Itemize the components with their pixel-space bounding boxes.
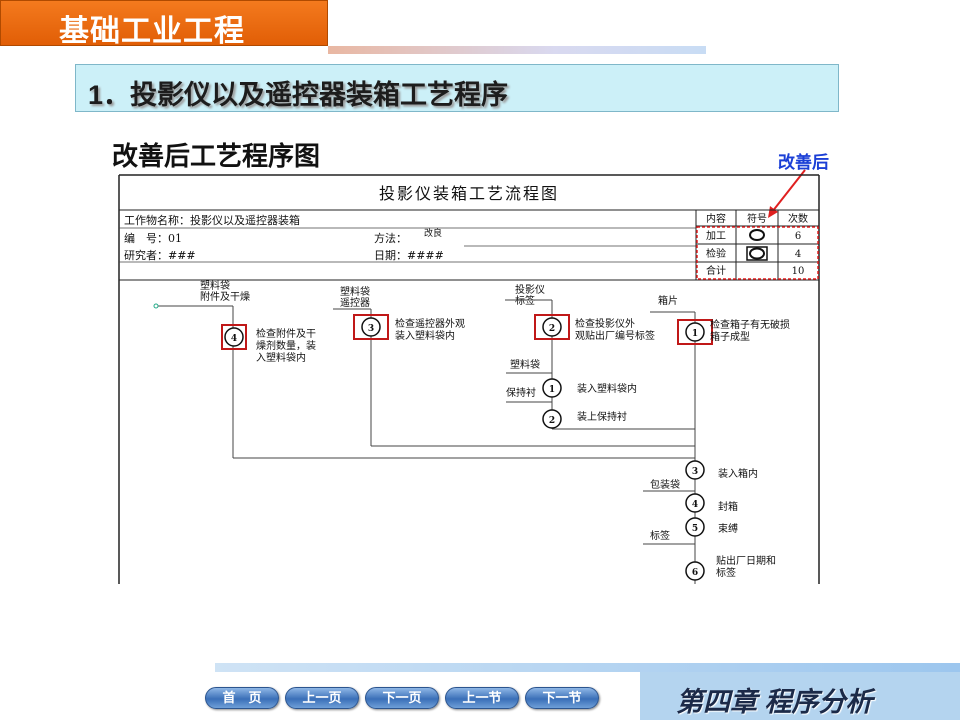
step-text: 检查投影仪外观贴出厂编号标签 <box>575 317 655 342</box>
sheet-title: 投影仪装箱工艺流程图 <box>379 184 559 203</box>
decorative-strip <box>328 46 706 54</box>
next-section-button[interactable]: 下一节 <box>525 687 599 709</box>
inspection-step: 3 <box>353 314 389 340</box>
step-text: 检查附件及干燥剂数量，装入塑料袋内 <box>256 327 316 364</box>
operation-step: 2 <box>542 409 562 429</box>
summary-row-count: 4 <box>795 249 801 260</box>
inspection-step: 2 <box>534 314 570 340</box>
step-text: 装入塑料袋内 <box>577 382 637 395</box>
chapter-box: 第四章 程序分析 <box>640 672 960 720</box>
work-name: 工作物名称：投影仪以及遥控器装箱 <box>124 213 300 227</box>
inspection-step: 4 <box>221 324 247 350</box>
input-label-packing-bag: 包装袋 <box>650 478 680 491</box>
step-text: 封箱 <box>718 500 738 513</box>
prev-page-button[interactable]: 上一页 <box>285 687 359 709</box>
operation-step: 1 <box>542 378 562 398</box>
svg-text:1: 1 <box>549 385 555 395</box>
inspection-step: 1 <box>677 319 713 345</box>
decorative-strip <box>215 663 960 672</box>
svg-text:4: 4 <box>231 334 237 344</box>
chart-subtitle: 改善后工艺程序图 <box>112 141 321 171</box>
step-text: 检查遥控器外观装入塑料袋内 <box>395 317 465 342</box>
summary-row-content: 检验 <box>706 247 726 260</box>
summary-header-count: 次数 <box>788 212 808 225</box>
input-label-col1: 塑料袋 附件及干燥 <box>200 279 250 303</box>
svg-text:2: 2 <box>549 416 555 426</box>
svg-text:3: 3 <box>368 324 374 334</box>
researcher-field: 研究者：### <box>124 248 196 262</box>
callout-arrow <box>768 169 806 218</box>
section-title: 1．投影仪以及遥控器装箱工艺程序 <box>88 80 509 110</box>
step-text: 装入箱内 <box>718 467 758 480</box>
course-title: 基础工业工程 <box>59 15 245 48</box>
course-title-banner: 基础工业工程 <box>0 0 328 48</box>
operation-symbol-icon <box>749 229 765 241</box>
chapter-title: 第四章 程序分析 <box>676 687 873 717</box>
summary-row-content: 合计 <box>706 264 726 277</box>
inspection-symbol-icon <box>746 246 768 261</box>
svg-text:2: 2 <box>549 324 555 334</box>
summary-header-content: 内容 <box>706 212 726 225</box>
svg-text:5: 5 <box>692 524 698 534</box>
summary-header-symbol: 符号 <box>747 212 767 225</box>
process-chart-sheet: 投影仪装箱工艺流程图 工作物名称：投影仪以及遥控器装箱 编 号：01 研究者：#… <box>118 174 820 584</box>
svg-text:1: 1 <box>692 329 698 339</box>
input-label-tag: 标签 <box>650 529 670 542</box>
operation-step: 3 <box>685 460 705 480</box>
home-button[interactable]: 首 页 <box>205 687 279 709</box>
svg-text:4: 4 <box>692 500 698 510</box>
step-text: 束缚 <box>718 522 738 535</box>
number-field: 编 号：01 <box>124 231 182 245</box>
svg-text:6: 6 <box>692 568 698 578</box>
input-label-col4: 箱片 <box>658 294 678 307</box>
flow-lines <box>156 299 696 584</box>
input-label-col3: 投影仪 标签 <box>515 283 548 307</box>
step-text: 检查箱子有无破损箱子成型 <box>710 318 790 343</box>
prev-section-button[interactable]: 上一节 <box>445 687 519 709</box>
summary-row-count: 10 <box>792 266 805 277</box>
summary-row-content: 加工 <box>706 230 726 242</box>
input-label-bag: 塑料袋 <box>510 358 540 371</box>
summary-row-count: 6 <box>795 231 801 242</box>
input-label-liner: 保持衬 <box>506 386 536 399</box>
input-label-col2: 塑料袋 遥控器 <box>340 285 373 309</box>
operation-step: 6 <box>685 561 705 581</box>
operation-step: 5 <box>685 517 705 537</box>
step-text: 贴出厂日期和标签 <box>716 554 776 579</box>
next-page-button[interactable]: 下一页 <box>365 687 439 709</box>
date-field: 日期：#### <box>374 249 444 262</box>
method-field: 方法： <box>374 231 407 245</box>
operation-step: 4 <box>685 493 705 513</box>
method-value: 改良 <box>424 227 442 239</box>
callout-label: 改善后 <box>778 153 829 172</box>
section-title-box: 1．投影仪以及遥控器装箱工艺程序 <box>75 64 839 112</box>
step-text: 装上保持衬 <box>577 410 627 423</box>
svg-text:3: 3 <box>692 467 698 477</box>
summary-highlight <box>696 226 819 280</box>
